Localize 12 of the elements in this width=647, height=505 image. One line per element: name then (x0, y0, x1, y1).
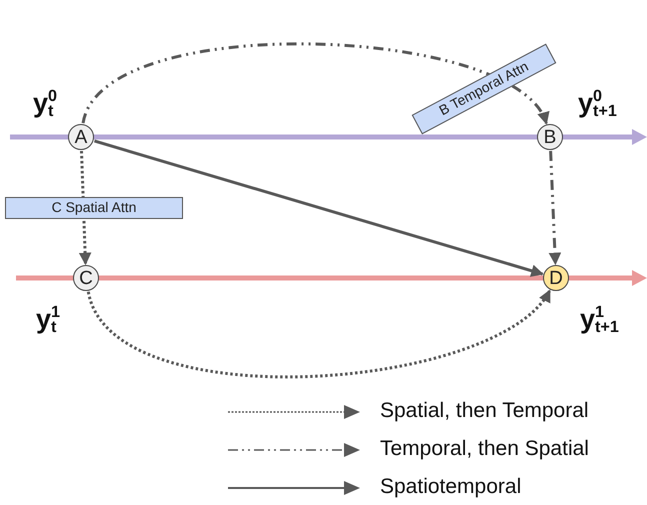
node-circle: B (537, 124, 563, 150)
arrow (94, 140, 544, 277)
legend-label: Spatial, then Temporal (380, 399, 589, 423)
edge-label: C Spatial Attn (5, 197, 183, 219)
legend-label: Temporal, then Spatial (380, 437, 589, 461)
legend-label: Spatiotemporal (380, 475, 522, 499)
arrow (548, 150, 562, 266)
arrow (86, 290, 551, 378)
node-circle: C (73, 265, 99, 291)
arrow (82, 42, 548, 125)
node-circle: A (68, 124, 94, 150)
node-circle: D (543, 265, 569, 291)
